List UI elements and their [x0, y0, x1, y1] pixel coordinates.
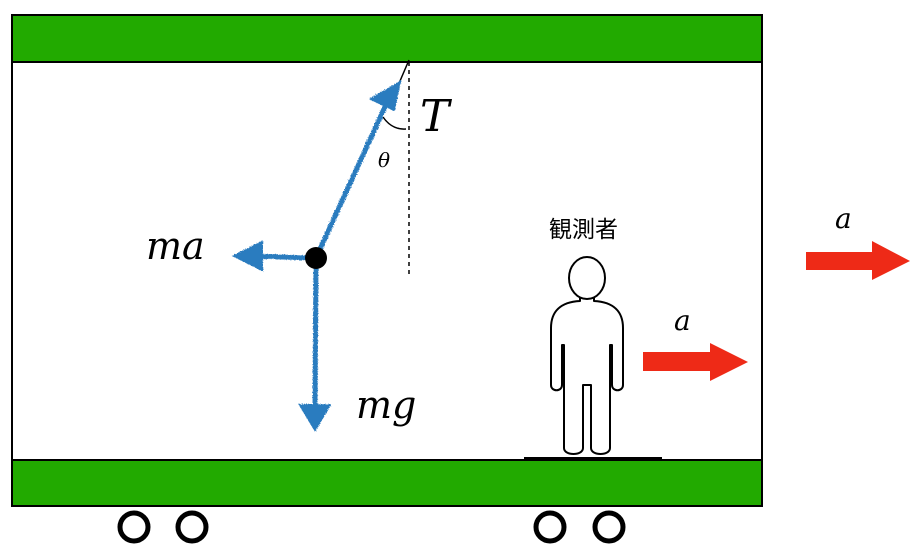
gravity-arrowhead	[298, 404, 332, 432]
train-roof	[11, 14, 763, 63]
wheel	[533, 510, 567, 544]
wheel	[592, 510, 626, 544]
observer-label: 観測者	[549, 217, 618, 243]
tension-label: T	[420, 91, 453, 142]
inertial-force-arrowhead	[231, 240, 263, 272]
acceleration-arrow-inside	[643, 343, 748, 381]
angle-arc	[382, 116, 407, 130]
angle-label: θ	[378, 148, 390, 172]
acceleration-arrow-outside	[806, 241, 910, 280]
acceleration-label-outside: a	[835, 202, 852, 235]
force-arrows	[231, 79, 402, 432]
wheel	[117, 510, 151, 544]
gravity-arrow-shaft	[312, 261, 319, 409]
gravity-label: mg	[356, 383, 416, 427]
wheel	[175, 510, 209, 544]
pendulum-bob	[305, 247, 327, 269]
observer-head	[568, 256, 606, 300]
train-floor	[11, 459, 763, 507]
acceleration-label-inside: a	[674, 304, 691, 337]
tension-arrowhead	[368, 79, 402, 112]
observer-body	[550, 296, 624, 455]
inertial-force-label: ma	[146, 224, 205, 268]
tension-arrow-shaft	[313, 96, 392, 260]
observer-figure	[524, 256, 662, 459]
train-wheels	[117, 510, 626, 544]
